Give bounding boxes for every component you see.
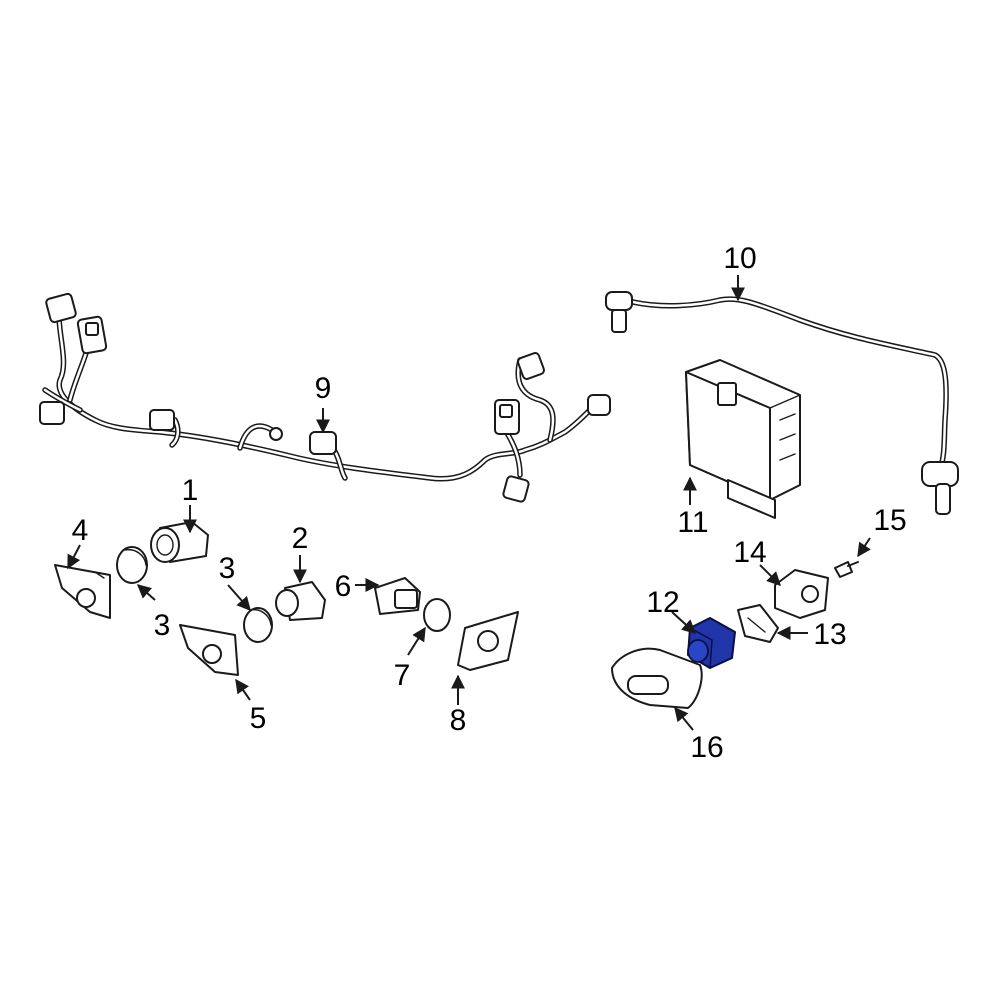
sensor-bracket-8[interactable] — [457, 611, 519, 671]
callout-14: 14 — [733, 536, 766, 569]
sensor-cap-3a[interactable] — [116, 546, 148, 584]
park-sensor-6[interactable] — [374, 577, 421, 615]
callout-7: 7 — [394, 659, 411, 692]
callout-6: 6 — [335, 570, 352, 603]
wiring-harness[interactable] — [39, 292, 611, 503]
callout-2: 2 — [292, 522, 309, 555]
callout-13: 13 — [813, 618, 846, 651]
callout-8: 8 — [450, 704, 467, 737]
callout-9: 9 — [315, 372, 332, 405]
rear-camera-12[interactable] — [687, 617, 736, 669]
sensor-cap-3b[interactable] — [243, 607, 273, 643]
sensor-bracket-4[interactable] — [54, 564, 111, 619]
callout-4: 4 — [72, 514, 89, 547]
camera-cover-16[interactable] — [611, 647, 703, 709]
sensor-cap-7[interactable] — [423, 598, 451, 632]
camera-bracket-13[interactable] — [737, 604, 779, 643]
callout-12: 12 — [646, 586, 679, 619]
callout-16: 16 — [690, 731, 723, 764]
callout-10: 10 — [723, 242, 756, 275]
callout-1: 1 — [182, 474, 199, 507]
leader-arrows — [67, 275, 871, 731]
callout-3a: 3 — [219, 552, 236, 585]
sensor-bracket-5[interactable] — [179, 624, 239, 676]
callout-15: 15 — [873, 504, 906, 537]
screw-15[interactable] — [834, 561, 859, 578]
camera-mount-14[interactable] — [774, 569, 829, 619]
callout-11: 11 — [677, 506, 708, 539]
park-sensor-1[interactable] — [150, 521, 209, 563]
callout-labels: 1 2 3 3 4 5 6 7 8 9 10 11 12 13 14 15 16 — [72, 242, 907, 764]
control-module[interactable] — [685, 359, 801, 519]
sensor-wire[interactable] — [605, 291, 959, 515]
callout-5: 5 — [250, 702, 267, 735]
callout-3b: 3 — [154, 609, 171, 642]
park-sensor-2[interactable] — [275, 581, 326, 621]
